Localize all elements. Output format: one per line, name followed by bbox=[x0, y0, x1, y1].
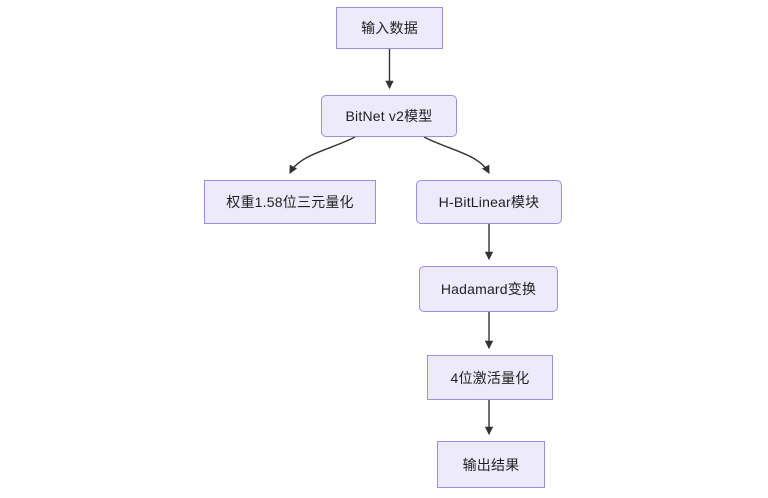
node-label-weight-ternary-quantization: 权重1.58位三元量化 bbox=[226, 194, 354, 210]
edge-bitnet-v2-model-to-h-bitlinear-module bbox=[423, 136, 490, 174]
node-input-data[interactable]: 输入数据 bbox=[336, 7, 443, 49]
node-label-input-data: 输入数据 bbox=[361, 20, 418, 36]
node-output-result[interactable]: 输出结果 bbox=[437, 441, 545, 488]
node-label-h-bitlinear-module: H-BitLinear模块 bbox=[438, 194, 540, 210]
node-hadamard-transform[interactable]: Hadamard变换 bbox=[419, 266, 558, 312]
node-bitnet-v2-model[interactable]: BitNet v2模型 bbox=[321, 95, 457, 137]
node-weight-ternary-quantization[interactable]: 权重1.58位三元量化 bbox=[204, 180, 376, 224]
node-h-bitlinear-module[interactable]: H-BitLinear模块 bbox=[416, 180, 562, 224]
node-label-hadamard-transform: Hadamard变换 bbox=[440, 281, 537, 297]
node-four-bit-activation-quantization[interactable]: 4位激活量化 bbox=[427, 355, 553, 400]
node-label-bitnet-v2-model: BitNet v2模型 bbox=[345, 108, 433, 124]
node-label-four-bit-activation-quantization: 4位激活量化 bbox=[450, 369, 530, 386]
node-label-output-result: 输出结果 bbox=[462, 456, 520, 473]
edge-bitnet-v2-model-to-weight-ternary-quantization bbox=[289, 136, 356, 174]
